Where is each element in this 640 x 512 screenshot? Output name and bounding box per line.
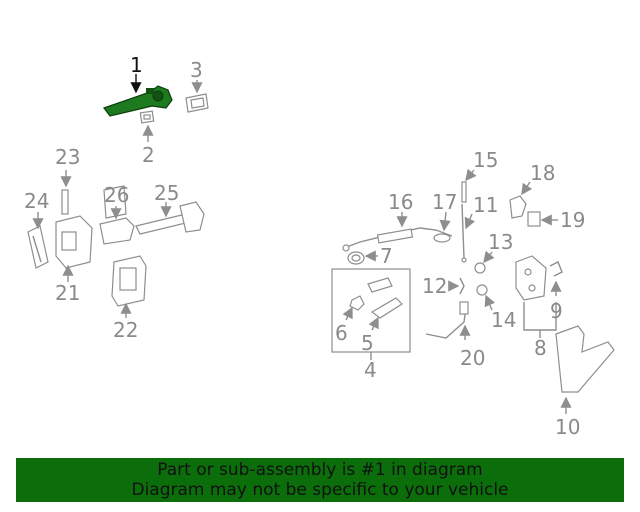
banner-line-2: Diagram may not be specific to your vehi… [131, 480, 509, 500]
callout-17[interactable]: 17 [432, 190, 457, 214]
callout-13[interactable]: 13 [488, 230, 513, 254]
part-23-pin[interactable] [61, 189, 69, 215]
part-10-shield[interactable] [555, 325, 615, 393]
part-25-check-link[interactable] [135, 201, 205, 235]
part-18-bracket[interactable] [509, 195, 527, 219]
callout-24[interactable]: 24 [24, 189, 49, 213]
callout-2[interactable]: 2 [142, 143, 155, 167]
part-2-gasket[interactable] [139, 110, 155, 124]
part-9-striker[interactable] [549, 261, 563, 277]
callout-25[interactable]: 25 [154, 181, 179, 205]
callout-6[interactable]: 6 [335, 321, 348, 345]
banner-line-1: Part or sub-assembly is #1 in diagram [157, 460, 483, 480]
part-16-cable[interactable] [342, 227, 453, 252]
part-17-clip[interactable] [433, 233, 451, 243]
info-banner: Part or sub-assembly is #1 in diagram Di… [16, 458, 624, 502]
callout-23[interactable]: 23 [55, 145, 80, 169]
callout-14[interactable]: 14 [491, 308, 516, 332]
callout-18[interactable]: 18 [530, 161, 555, 185]
leader-14 [484, 294, 496, 311]
callout-21[interactable]: 21 [55, 281, 80, 305]
part-24-shim[interactable] [27, 225, 49, 269]
part-13-clip[interactable] [474, 262, 486, 274]
callout-8[interactable]: 8 [534, 336, 547, 360]
leader-13 [483, 250, 495, 264]
callout-16[interactable]: 16 [388, 190, 413, 214]
callout-11[interactable]: 11 [473, 193, 498, 217]
callout-10[interactable]: 10 [555, 415, 580, 439]
part-1-outside-handle[interactable] [103, 85, 173, 117]
leader-5 [368, 316, 379, 331]
part-6-clip[interactable] [349, 295, 365, 311]
callout-26[interactable]: 26 [104, 183, 129, 207]
part-22-hinge[interactable] [111, 255, 147, 307]
leader-17 [439, 211, 451, 232]
callout-5[interactable]: 5 [361, 331, 374, 355]
part-14-clip[interactable] [476, 284, 488, 296]
callout-3[interactable]: 3 [190, 58, 203, 82]
callout-22[interactable]: 22 [113, 318, 138, 342]
leader-6 [342, 306, 353, 321]
part-15-rod[interactable] [461, 181, 467, 203]
part-21-hinge[interactable] [55, 215, 93, 269]
leader-18 [521, 181, 533, 196]
leader-15 [465, 168, 477, 182]
part-19-cover[interactable] [527, 211, 541, 227]
part-8-lock-assembly[interactable] [515, 255, 547, 301]
part-7-grommet[interactable] [347, 251, 365, 265]
callout-20[interactable]: 20 [460, 346, 485, 370]
callout-1[interactable]: 1 [130, 53, 143, 77]
callout-15[interactable]: 15 [473, 148, 498, 172]
callout-7[interactable]: 7 [380, 244, 393, 268]
part-20-cable[interactable] [425, 301, 469, 339]
callout-19[interactable]: 19 [560, 208, 585, 232]
callout-9[interactable]: 9 [550, 299, 563, 323]
part-3-pad[interactable] [185, 93, 209, 113]
leader-11 [464, 213, 476, 230]
part-11-rod[interactable] [461, 203, 467, 263]
part-26-bumper[interactable] [99, 185, 135, 245]
callout-12[interactable]: 12 [422, 274, 447, 298]
part-12-clip[interactable] [459, 277, 465, 295]
part-5-inside-handle[interactable] [367, 277, 403, 319]
callout-4[interactable]: 4 [364, 358, 377, 382]
